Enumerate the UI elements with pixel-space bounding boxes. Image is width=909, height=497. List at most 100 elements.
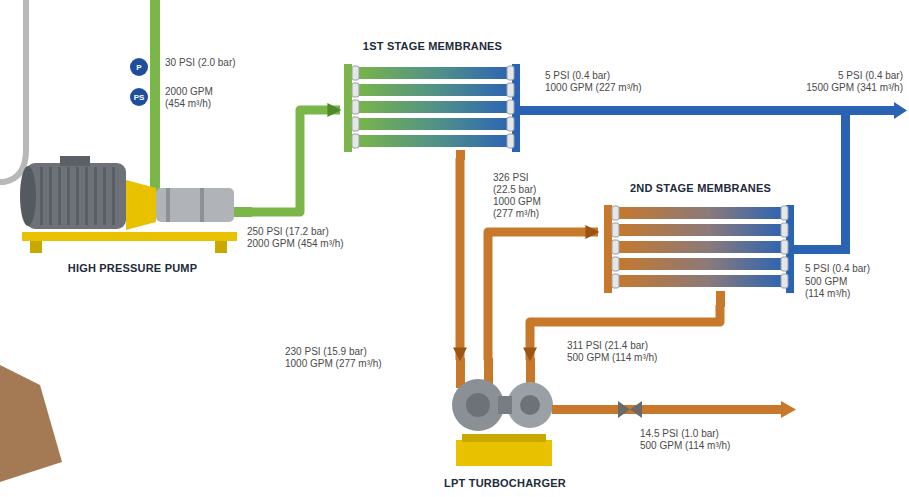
membrane-tube: [354, 67, 512, 79]
membrane-stage: 1ST STAGE MEMBRANES: [340, 38, 525, 158]
tube-cap: [612, 240, 619, 254]
tube-cap: [781, 206, 788, 220]
motor-fin: [49, 167, 52, 225]
flow-reading: 250 PSI (17.2 bar): [247, 226, 329, 238]
tube-cap: [507, 66, 514, 80]
tube-cap: [352, 117, 359, 131]
pipe-connector: [250, 110, 340, 212]
frame-rail: [0, 0, 26, 182]
pump-unit: HIGH PRESSURE PUMP: [15, 150, 250, 277]
motor-fin: [76, 167, 79, 225]
tube-cap: [352, 134, 359, 148]
tube-cap: [781, 257, 788, 271]
turbo-shaft: [498, 396, 512, 414]
flow-reading: 1000 GPM (277 m³/h): [493, 196, 551, 220]
turbo-plate: [462, 434, 546, 442]
motor-fin: [112, 167, 115, 225]
membrane-tubes: [612, 206, 788, 288]
permeate-pipe: [520, 106, 896, 115]
flow-reading: 2000 GPM (454 m³/h): [247, 238, 344, 250]
tube-cap: [612, 206, 619, 220]
turbo-volute: [452, 379, 504, 431]
flow-reading: 1500 GPM (341 m³/h): [806, 82, 903, 94]
valve-symbol: [618, 401, 630, 418]
flow-reading: 5 PSI (0.4 bar): [545, 70, 610, 82]
pump-ring: [200, 188, 204, 222]
flow-reading: 326 PSI (22.5 bar): [493, 172, 551, 196]
motor-box: [60, 156, 90, 166]
flow-arrow: [894, 102, 907, 119]
pump-base: [22, 232, 237, 241]
membrane-tube: [614, 258, 786, 270]
node-title: LPT TURBOCHARGER: [444, 477, 566, 490]
turbo-volute: [507, 382, 553, 428]
brine-outlet: [552, 401, 796, 418]
turbocharger-illustration: [452, 358, 553, 466]
flow-reading: 500 GPM (114 m³/h): [640, 440, 730, 452]
tube-cap: [507, 100, 514, 114]
flow-reading: 230 PSI (15.9 bar): [285, 346, 367, 358]
membrane-tube: [354, 118, 512, 130]
tube-cap: [507, 117, 514, 131]
brine-pipe: [552, 405, 782, 414]
tube-cap: [507, 134, 514, 148]
flow-arrow: [781, 401, 796, 418]
motor-fin: [58, 167, 61, 225]
pump-coupling: [126, 180, 156, 230]
membrane-tube: [614, 224, 786, 236]
pump-illustration: [20, 156, 252, 253]
pump-casing: [156, 188, 234, 222]
permeate-pipe: [794, 245, 850, 254]
feed-pipe: [150, 0, 160, 192]
flow-reading: 1000 GPM (277 m³/h): [285, 358, 382, 370]
turbocharger-unit: LPT TURBOCHARGER: [430, 360, 580, 492]
motor-fins: [40, 167, 115, 225]
turbo-base: [456, 440, 552, 466]
membrane-tube: [614, 275, 786, 287]
instrument-tag: PS: [130, 88, 148, 106]
membrane-tube: [614, 207, 786, 219]
membrane-tubes: [352, 66, 514, 148]
tube-cap: [612, 257, 619, 271]
node-title: HIGH PRESSURE PUMP: [68, 262, 198, 275]
tube-cap: [612, 274, 619, 288]
node-title: P: [136, 63, 141, 72]
flow-reading: 5 PSI (0.4 bar): [805, 263, 870, 275]
feed-manifold: [344, 64, 352, 152]
permeate-pipe: [841, 106, 850, 254]
tube-cap: [507, 83, 514, 97]
flow-reading: 2000 GPM (454 m³/h): [165, 86, 227, 110]
tube-cap: [612, 223, 619, 237]
tube-cap: [781, 223, 788, 237]
flow-reading: 500 GPM (114 m³/h): [567, 352, 657, 364]
motor-end: [20, 166, 36, 226]
motor-fin: [103, 167, 106, 225]
turbo-eye: [520, 395, 540, 415]
feed-manifold: [604, 205, 612, 293]
flow-reading: 5 PSI (0.4 bar): [838, 70, 903, 82]
flow-reading: 30 PSI (2.0 bar): [165, 57, 236, 69]
motor-fin: [94, 167, 97, 225]
tube-cap: [352, 83, 359, 97]
flow-reading: 311 PSI (21.4 bar): [567, 340, 648, 352]
tube-cap: [352, 100, 359, 114]
motor-fin: [67, 167, 70, 225]
floor-piece: [0, 365, 62, 482]
first-stage-array: [344, 64, 907, 254]
node-title: 1ST STAGE MEMBRANES: [363, 40, 502, 53]
concentrate-outlet: [716, 291, 725, 307]
pump-foot: [30, 241, 42, 253]
instrument-tag: P: [130, 58, 148, 76]
motor-body: [26, 163, 126, 229]
pump-outlet: [234, 207, 252, 217]
tube-cap: [781, 274, 788, 288]
membrane-tube: [614, 241, 786, 253]
membrane-stage: 2ND STAGE MEMBRANES: [598, 180, 803, 305]
node-title: PS: [134, 93, 145, 102]
node-title: 2ND STAGE MEMBRANES: [630, 182, 771, 195]
turbo-eye: [466, 393, 490, 417]
motor-fin: [40, 167, 43, 225]
membrane-tube: [354, 101, 512, 113]
pipe-connector: [530, 305, 720, 360]
